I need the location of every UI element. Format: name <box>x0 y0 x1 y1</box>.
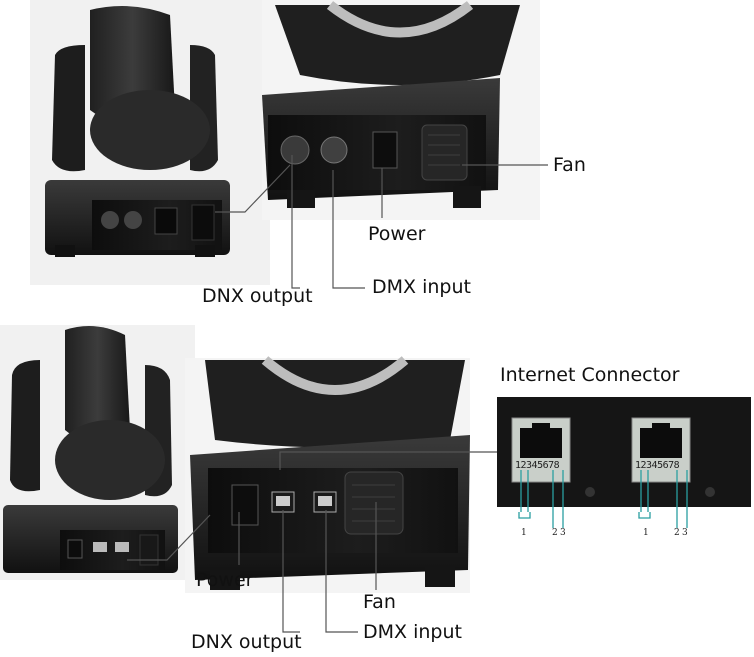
pin-label-left-1: 1 <box>521 528 527 538</box>
top-callout-lines <box>215 155 548 289</box>
power-label-bottom: Power <box>196 569 254 591</box>
bottom-callout-lines <box>127 451 497 633</box>
moving-head-small-bottom <box>0 325 195 580</box>
pin-label-left-3: 3 <box>560 528 566 538</box>
dnx-output-label-bottom: DNX output <box>191 631 302 653</box>
internet-connector-photo <box>497 397 751 507</box>
pin-digits-left: 12345678 <box>515 460 560 471</box>
internet-connector-title: Internet Connector <box>500 364 680 386</box>
pin-label-right-2: 2 <box>674 528 680 538</box>
pin-label-right-3: 3 <box>682 528 688 538</box>
power-label-top: Power <box>368 223 426 245</box>
fan-label-top: Fan <box>553 154 586 176</box>
moving-head-rear-top <box>262 0 540 220</box>
dmx-input-label-bottom: DMX input <box>363 621 462 643</box>
pin-label-right-1: 1 <box>643 528 649 538</box>
moving-head-rear-bottom <box>185 356 470 593</box>
pin-brackets <box>518 470 688 528</box>
fan-label-bottom: Fan <box>363 591 396 613</box>
dnx-output-label-top: DNX output <box>202 285 313 307</box>
pin-label-left-2: 2 <box>552 528 558 538</box>
pin-digits-right: 12345678 <box>635 460 680 471</box>
dmx-input-label-top: DMX input <box>372 276 471 298</box>
moving-head-small-top <box>30 0 270 285</box>
